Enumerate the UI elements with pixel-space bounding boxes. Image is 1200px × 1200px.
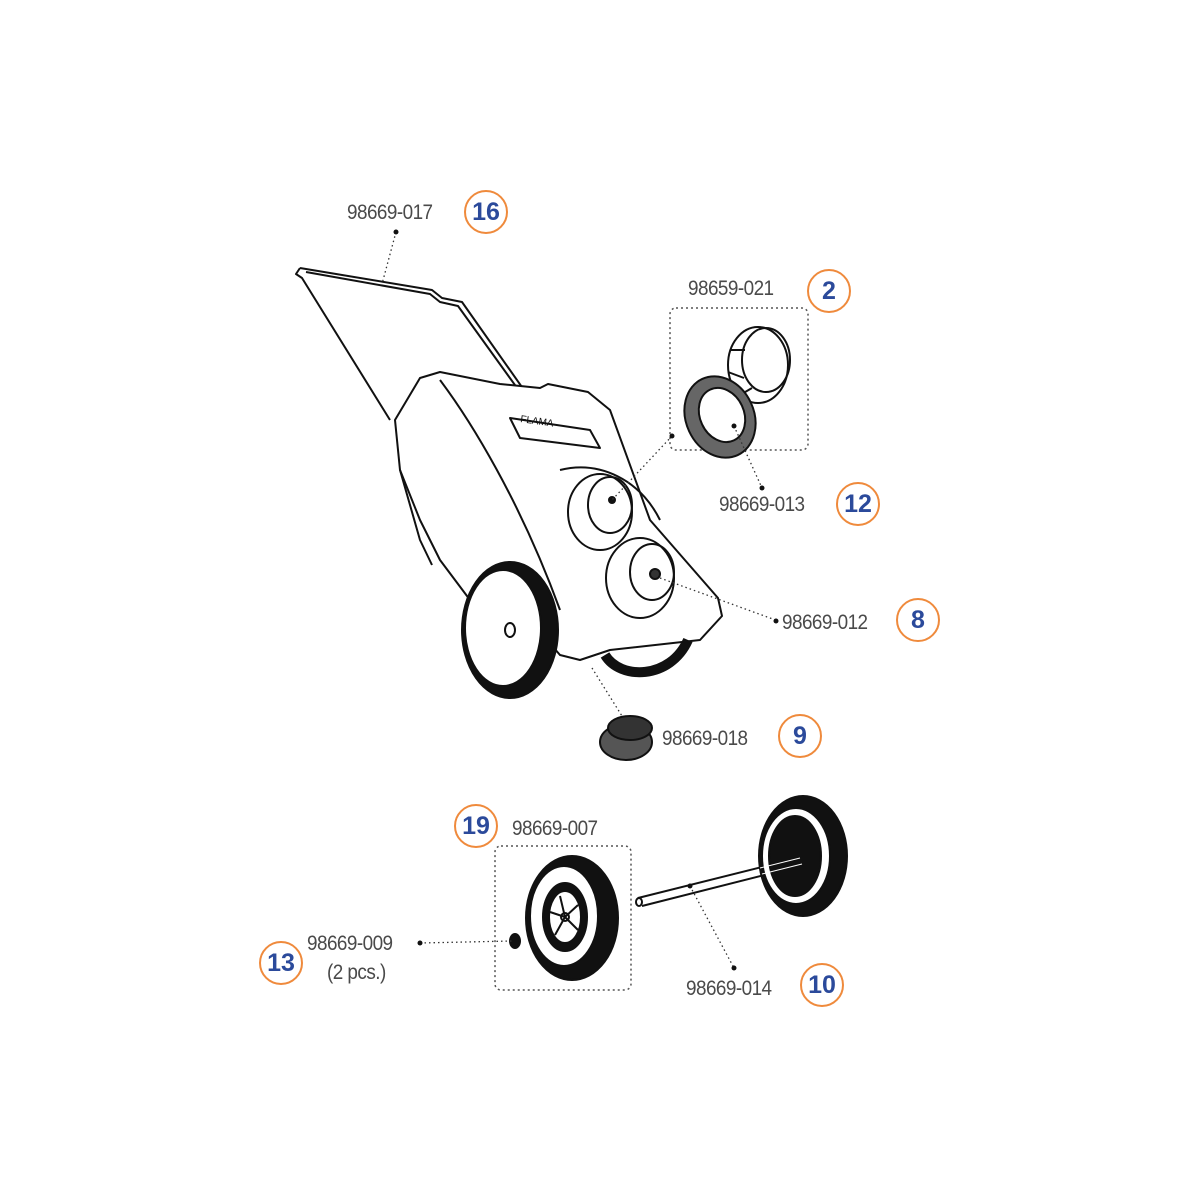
item-badge: 12	[836, 482, 880, 526]
item-badge: 10	[800, 963, 844, 1007]
part-number-label: 98669-012	[782, 611, 868, 634]
item-badge: 13	[259, 941, 303, 985]
item-badge: 2	[807, 269, 851, 313]
hub-cap-part	[509, 933, 521, 949]
axle-part	[635, 795, 848, 917]
part-number-label: 98669-014	[686, 977, 772, 1000]
part-number-label: 98669-007	[512, 817, 598, 840]
item-badge: 8	[896, 598, 940, 642]
kit-box-2	[669, 307, 809, 451]
leader-dots	[393, 229, 779, 971]
part-number-label: 98659-021	[688, 277, 774, 300]
handle-part	[295, 267, 525, 421]
upper-cap	[567, 473, 633, 551]
kit-cap	[727, 326, 791, 404]
kit-box-19	[494, 845, 632, 991]
item-badge: 9	[778, 714, 822, 758]
part-number-label: 98669-017	[347, 201, 433, 224]
part-number-label: 98669-018	[662, 727, 748, 750]
body-wheel-left	[461, 561, 559, 699]
tank-body	[394, 371, 723, 661]
quantity-note: (2 pcs.)	[327, 961, 386, 984]
lower-cap	[605, 537, 675, 619]
gasket-part	[683, 375, 757, 459]
item-badge: 19	[454, 804, 498, 848]
part-number-label: 98669-013	[719, 493, 805, 516]
body-wheel-right	[600, 637, 693, 678]
brand-mark: FLAMA	[520, 414, 555, 430]
wheel-part	[525, 855, 619, 981]
drain-plug-part	[599, 715, 653, 761]
item-badge: 16	[464, 190, 508, 234]
part-number-label: 98669-009	[307, 932, 393, 955]
